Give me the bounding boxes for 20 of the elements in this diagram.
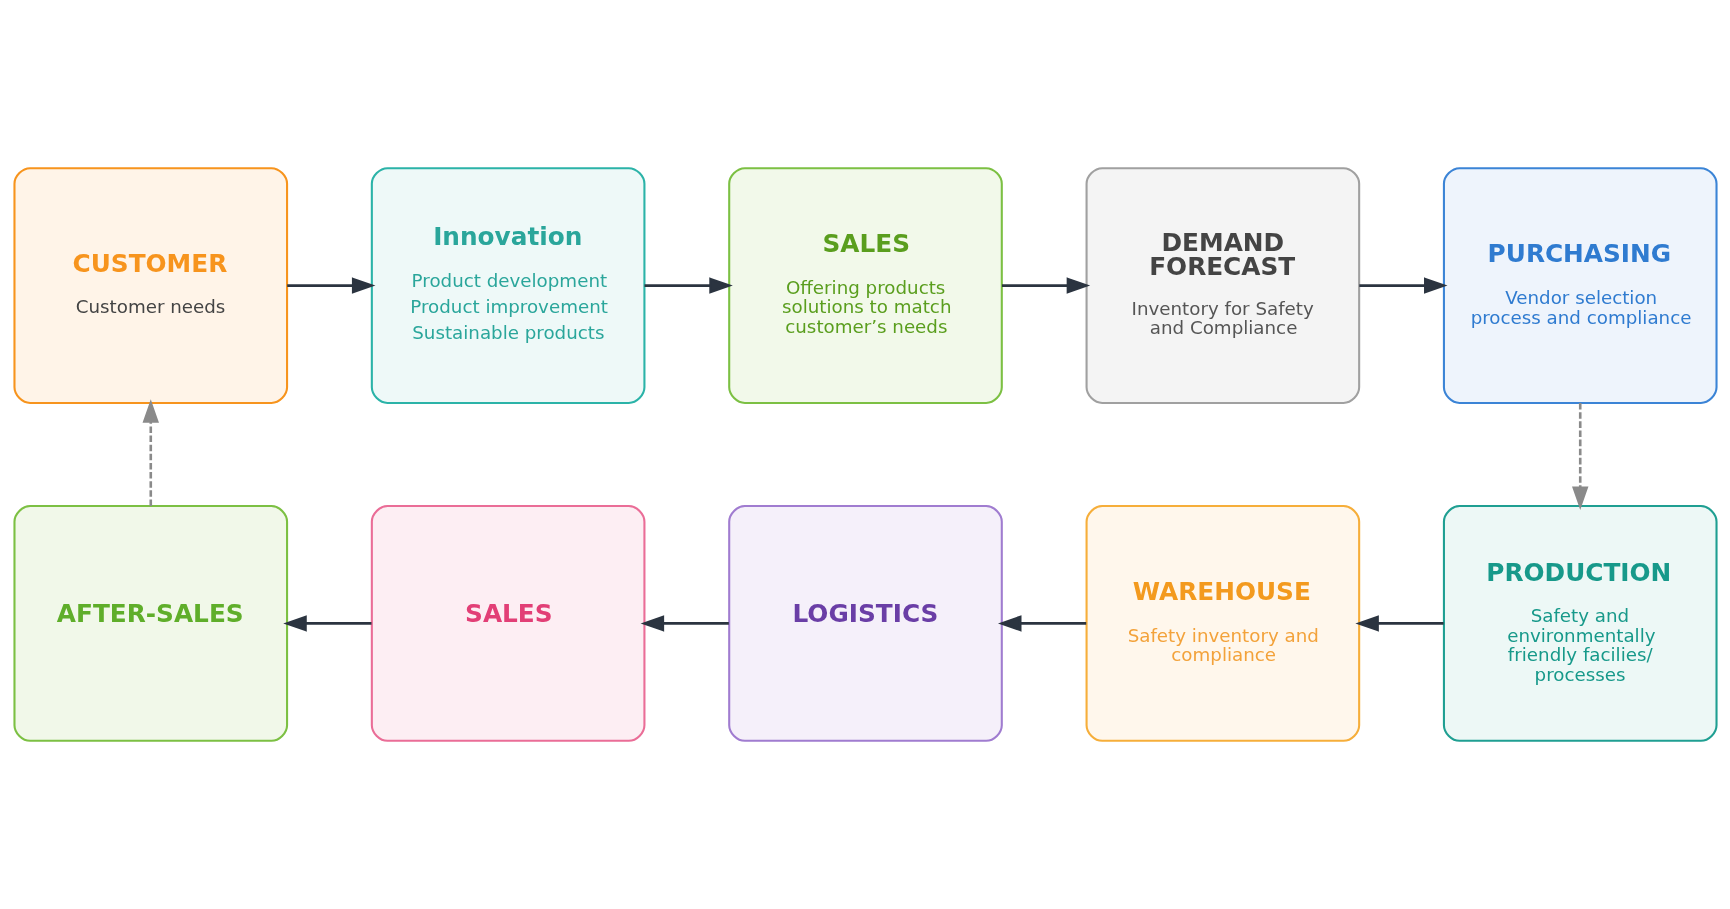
arrow — [1571, 403, 1588, 510]
node-box: PRODUCTION Safety and environmentally friendly facilies/ processes — [1442, 504, 1718, 742]
arrow — [1001, 277, 1090, 294]
node-box: CUSTOMER Customer needs — [12, 167, 288, 405]
node-box: WAREHOUSE Safety inventory and compliance — [1085, 504, 1360, 742]
node-box: SALES — [370, 504, 645, 742]
node-box: AFTER-SALES — [12, 504, 288, 742]
arrow — [997, 615, 1086, 632]
arrow — [1358, 277, 1448, 294]
arrow — [644, 277, 733, 294]
node-box: SALES Offering products solutions to match customer’s needs — [727, 167, 1003, 405]
arrow — [282, 615, 371, 632]
node-box: LOGISTICS — [727, 504, 1003, 742]
arrow — [640, 615, 729, 632]
node-box: Innovation Product development Product improvement Sustainable products — [370, 167, 645, 405]
arrow — [142, 399, 159, 506]
arrow — [1354, 615, 1444, 632]
node-box: PURCHASING Vendor selection process and compliance — [1442, 167, 1718, 405]
arrow — [286, 277, 375, 294]
node-box: DEMAND FORECAST Inventory for Safety and Compliance — [1085, 167, 1360, 405]
